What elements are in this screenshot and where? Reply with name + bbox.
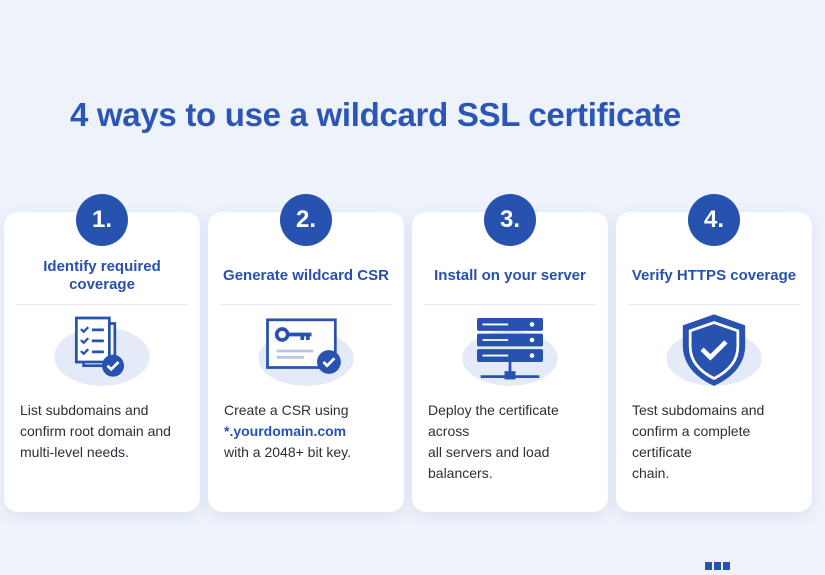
step-heading: Generate wildcard CSR	[223, 267, 389, 284]
description-line: confirm a complete certificate	[632, 423, 751, 460]
description-line: confirm root domain and	[20, 423, 171, 439]
step-card-3: 3. Install on your server Deploy the cer…	[412, 194, 608, 512]
divider	[424, 304, 596, 305]
divider	[220, 304, 392, 305]
shield-check-icon	[666, 314, 762, 386]
description-line: Deploy the certificate across	[428, 402, 559, 439]
divider	[16, 304, 188, 305]
step-description: Deploy the certificate across all server…	[428, 400, 596, 484]
description-line: Create a CSR using	[224, 402, 349, 418]
description-line: with a 2048+ bit key.	[224, 444, 351, 460]
step-heading: Install on your server	[434, 267, 586, 284]
step-number-badge: 2.	[280, 194, 332, 246]
step-number-badge: 3.	[484, 194, 536, 246]
step-description: Test subdomains and confirm a complete c…	[632, 400, 800, 484]
key-certificate-icon	[258, 318, 354, 386]
description-line: List subdomains and	[20, 402, 149, 418]
server-icon	[462, 318, 558, 386]
description-line: all servers and load	[428, 444, 550, 460]
step-card-4: 4. Verify HTTPS coverage Test subdomains…	[616, 194, 812, 512]
step-description: Create a CSR using *.yourdomain.com with…	[224, 400, 392, 463]
checklist-icon	[54, 316, 150, 386]
step-card-2: 2. Generate wildcard CSR Create a CSR us…	[208, 194, 404, 512]
step-number-badge: 1.	[76, 194, 128, 246]
step-card-1: 1. Identify required coverage List subdo…	[4, 194, 200, 512]
description-line: balancers.	[428, 465, 493, 481]
description-line: multi-level needs.	[20, 444, 129, 460]
domain-highlight: *.yourdomain.com	[224, 423, 347, 439]
step-description: List subdomains and confirm root domain …	[20, 400, 188, 463]
description-line: chain.	[632, 465, 670, 481]
description-line: Test subdomains and	[632, 402, 765, 418]
step-number-badge: 4.	[688, 194, 740, 246]
step-heading: Verify HTTPS coverage	[631, 267, 797, 284]
brand-logo	[705, 562, 730, 570]
step-heading: Identify required coverage	[43, 258, 161, 293]
divider	[628, 304, 800, 305]
page-title: 4 ways to use a wildcard SSL certificate	[70, 96, 681, 133]
